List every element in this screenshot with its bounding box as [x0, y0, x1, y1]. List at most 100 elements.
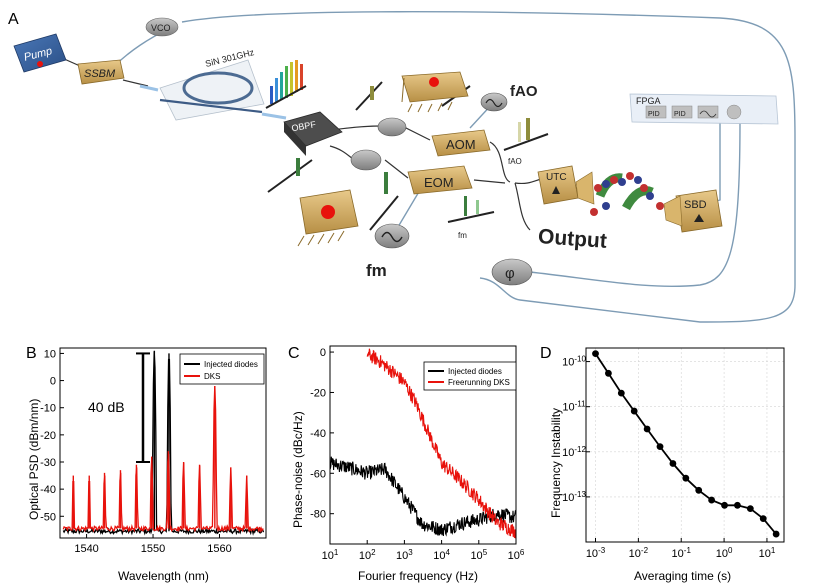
panel-d-xtick-label: 10-2 — [629, 546, 649, 561]
series-line-injected-diodes — [329, 456, 517, 537]
mixer-icon — [726, 104, 742, 120]
fiber-feedback-loop — [181, 11, 796, 323]
pump-laser: Pump — [13, 33, 67, 73]
fiber-obpf-paths — [329, 125, 546, 231]
panel-c-xtick-label: 104 — [433, 548, 450, 563]
ssbm-label: SSBM — [84, 68, 116, 80]
sin-microring-chip: SiN 301GHz — [139, 47, 287, 121]
ssbm-modulator: SSBM — [77, 59, 125, 85]
panel-c-legend-freerunning: Freerunning DKS — [448, 378, 510, 387]
panel-c-ytick-label: -40 — [310, 428, 326, 440]
panel-b-ylabel: Optical PSD (dBm/nm) — [27, 399, 41, 520]
panel-c-legend-injected: Injected diodes — [448, 367, 502, 376]
eom-label: EOM — [424, 175, 454, 190]
photodiode-icon-sbd — [694, 214, 704, 222]
data-point — [656, 443, 664, 451]
aom-label: AOM — [446, 137, 476, 152]
data-point — [759, 515, 767, 523]
data-point — [746, 505, 754, 513]
fpga-board: FPGA PID PID — [629, 93, 779, 125]
panel-d-label: D — [540, 345, 552, 362]
panel-d-frequency-instability: D 10-3 10-2 10-1 100 101 10-13 10-12 10-11 10-10… — [540, 345, 785, 583]
data-point — [682, 474, 690, 482]
filter-icon — [699, 110, 717, 118]
fpga-label: FPGA — [636, 96, 661, 106]
panel-b-legend-dks: DKS — [204, 372, 220, 381]
panel-d-ytick-label: 10-11 — [562, 399, 586, 414]
fao-spectrum-icon: fAO — [503, 118, 549, 166]
sbd-label: SBD — [684, 199, 707, 211]
sine-icon-fm — [381, 231, 403, 243]
fpga-pid-label: PID — [648, 111, 660, 118]
panel-b-label: B — [26, 345, 37, 362]
panel-d-plot — [592, 350, 780, 538]
panel-d-ytick-label: 10-12 — [562, 444, 586, 459]
panel-d-xtick-label: 10-1 — [672, 546, 692, 561]
panel-c-legend: Injected diodes Freerunning DKS — [423, 361, 517, 391]
panel-d-ytick-label: 10-13 — [562, 489, 586, 504]
fiber-ssbm-ring — [122, 79, 149, 87]
panel-b-legend: Injected diodes DKS — [179, 353, 265, 385]
vco-label: VCO — [151, 23, 171, 33]
data-point — [605, 369, 612, 377]
panel-a-label: A — [8, 11, 19, 28]
panel-b-xtick-label: 1560 — [207, 543, 231, 555]
injected-laser-lower — [297, 189, 359, 247]
panel-d-xtick-label: 10-3 — [586, 546, 606, 561]
panel-c-xtick-label: 102 — [359, 548, 376, 563]
comb-spectrum-icon — [265, 60, 307, 109]
panel-c-ytick-label: 0 — [320, 347, 326, 359]
panel-c-ytick-label: -20 — [310, 387, 326, 399]
panel-c-xtick-label: 101 — [322, 548, 339, 563]
thz-beam-icon — [590, 172, 664, 216]
horn-antenna-icon — [575, 171, 595, 205]
fiber-phi-loop — [529, 119, 741, 288]
phase-shifter: φ — [491, 258, 533, 286]
panel-c-ylabel: Phase-noise (dBc/Hz) — [291, 411, 305, 528]
data-point — [643, 425, 651, 433]
panel-b-ytick-label: 0 — [50, 376, 56, 388]
data-point — [734, 501, 741, 509]
panel-a-schematic: A Pump SSBM VCO S — [8, 11, 796, 323]
panel-b-xtick-label: 1550 — [141, 543, 165, 555]
panel-c-plot — [329, 348, 517, 539]
panel-c-ytick-label: -60 — [310, 468, 326, 480]
panel-b-xtick-label: 1540 — [74, 543, 98, 555]
fm-small-label: fm — [458, 231, 467, 240]
panel-d-ytick-label: 10-10 — [562, 354, 586, 369]
photodiode-icon-utc — [552, 186, 560, 194]
fm-label: fm — [366, 261, 387, 280]
obpf-filter: OBPF — [283, 111, 343, 156]
fao-source: fAO — [480, 83, 538, 112]
panel-d-frame — [585, 347, 785, 543]
panel-c-xtick-label: 103 — [396, 548, 413, 563]
data-point — [695, 486, 703, 494]
panel-b-frame — [59, 347, 267, 539]
utc-label: UTC — [546, 172, 567, 183]
eom: EOM — [407, 165, 473, 195]
panel-d-xlabel: Averaging time (s) — [634, 569, 731, 583]
panel-d-xtick-label: 100 — [716, 546, 733, 561]
obpf-label: OBPF — [291, 119, 317, 133]
phi-label: φ — [505, 265, 515, 282]
panel-c-xtick-label: 106 — [508, 548, 525, 563]
panel-c-label: C — [288, 345, 300, 362]
fm-spectrum-icon: fm — [447, 196, 495, 240]
panel-c-ytick-label: -80 — [310, 509, 326, 521]
data-point — [592, 350, 599, 358]
panel-d-ticks: 10-3 10-2 10-1 100 101 10-13 10-12 10-11 10-10 — [562, 354, 776, 560]
circulator-lower-icon — [350, 149, 382, 171]
data-point — [721, 501, 728, 509]
fpga-pid-label-2: PID — [674, 111, 686, 118]
utc-photodiode: UTC — [537, 165, 595, 205]
data-point — [617, 389, 625, 397]
panel-d-xtick-label: 101 — [759, 546, 776, 561]
data-point — [708, 496, 716, 504]
panel-c-frame — [329, 345, 517, 545]
panel-d-grid — [586, 348, 784, 542]
data-point — [669, 460, 677, 467]
